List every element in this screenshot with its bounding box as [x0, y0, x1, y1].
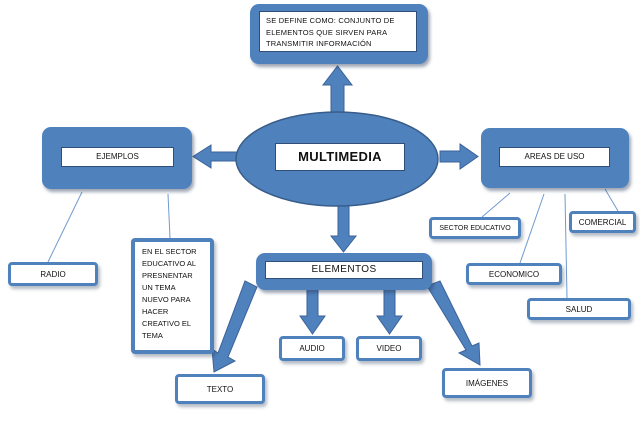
- arrow-right-areas: [439, 143, 479, 170]
- video-label: VIDEO: [376, 344, 402, 353]
- comercial-label: COMERCIAL: [578, 217, 627, 227]
- economico-label: ECONOMICO: [488, 269, 540, 279]
- arrow-down-elementos: [329, 205, 358, 253]
- elementos-label: ELEMENTOS: [311, 263, 377, 275]
- texto-label: TEXTO: [206, 384, 234, 394]
- areas-de-uso-box: AREAS DE USO: [481, 128, 629, 188]
- arrow-elementos-video: [376, 285, 403, 335]
- salud-box: SALUD: [527, 298, 631, 320]
- center-title-box: MULTIMEDIA: [275, 143, 405, 171]
- areas-de-uso-inner: AREAS DE USO: [499, 147, 610, 167]
- center-title: MULTIMEDIA: [298, 148, 382, 164]
- ejemplos-inner: EJEMPLOS: [61, 147, 174, 167]
- elementos-inner: ELEMENTOS: [265, 261, 423, 279]
- line-ejemplos-example: [167, 193, 171, 239]
- line-ejemplos-radio: [47, 191, 83, 263]
- radio-box: RADIO: [8, 262, 98, 286]
- comercial-box: COMERCIAL: [569, 211, 636, 233]
- video-box: VIDEO: [356, 336, 422, 361]
- arrow-elementos-audio: [299, 285, 326, 335]
- definition-inner: SE DEFINE COMO: CONJUNTO DE ELEMENTOS QU…: [259, 11, 417, 52]
- definition-text: SE DEFINE COMO: CONJUNTO DE ELEMENTOS QU…: [266, 16, 395, 49]
- ejemplos-box: EJEMPLOS: [42, 127, 192, 189]
- elementos-box: ELEMENTOS: [256, 253, 432, 290]
- areas-de-uso-label: AREAS DE USO: [524, 152, 585, 161]
- example-text: EN EL SECTOR EDUCATIVO AL PRESNENTAR UN …: [142, 247, 197, 340]
- arrow-up-definition: [321, 65, 354, 113]
- ejemplos-label: EJEMPLOS: [96, 152, 139, 161]
- line-areas-salud: [564, 193, 568, 299]
- example-box: EN EL SECTOR EDUCATIVO AL PRESNENTAR UN …: [131, 238, 214, 354]
- sector-educativo-box: SECTOR EDUCATIVO: [429, 217, 521, 239]
- salud-label: SALUD: [565, 304, 593, 314]
- line-areas-economico: [519, 193, 545, 264]
- line-areas-educativo: [481, 192, 511, 218]
- radio-label: RADIO: [40, 269, 66, 279]
- arrow-elementos-texto: [211, 280, 258, 373]
- arrow-elementos-imagenes: [426, 280, 481, 366]
- economico-box: ECONOMICO: [466, 263, 562, 285]
- line-areas-comercial: [604, 188, 619, 212]
- definition-box: SE DEFINE COMO: CONJUNTO DE ELEMENTOS QU…: [250, 4, 428, 64]
- imagenes-label: IMÁGENES: [465, 378, 509, 388]
- texto-box: TEXTO: [175, 374, 265, 404]
- imagenes-box: IMÁGENES: [442, 368, 532, 398]
- audio-box: AUDIO: [279, 336, 345, 361]
- arrow-left-ejemplos: [192, 144, 239, 169]
- sector-educativo-label: SECTOR EDUCATIVO: [439, 224, 511, 232]
- audio-label: AUDIO: [299, 344, 325, 353]
